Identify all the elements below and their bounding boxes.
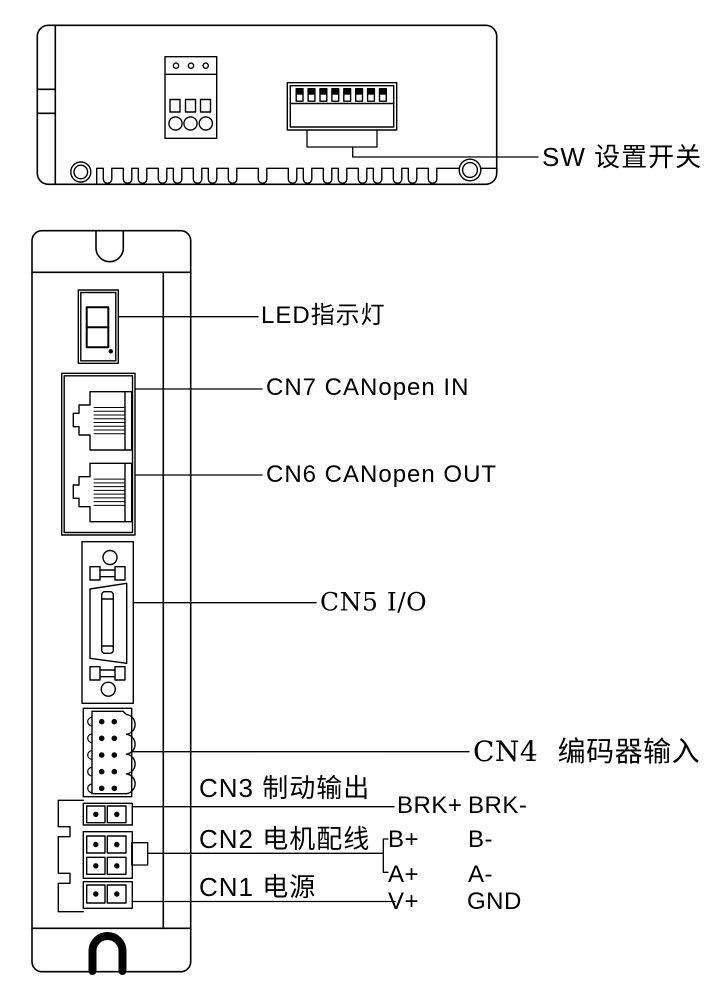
label-cn7: CN7 CANopen IN (266, 374, 470, 401)
label-cn1: CN1 电源 (199, 872, 317, 902)
bottom-mount-slot (88, 932, 127, 975)
cn1-connector (82, 881, 134, 910)
cn2-leader-line (131, 838, 389, 873)
pin-label-brk-plus: BRK+ (397, 792, 463, 819)
label-cn3: CN3 制动输出 (199, 773, 371, 803)
terminal-block (164, 56, 218, 139)
label-sw-switch: SW 设置开关 (542, 142, 703, 172)
screw-hole-right (458, 158, 482, 182)
cn5-io-connector (81, 541, 134, 705)
screw-hole-left (70, 161, 92, 183)
pin-label-brk-minus: BRK- (468, 792, 528, 819)
label-cn4: CN4 编码器输入 (473, 735, 701, 768)
label-cn2: CN2 电机配线 (199, 824, 371, 854)
pin-label-a-minus: A- (468, 861, 493, 888)
heatsink-fins (96, 167, 497, 185)
cn4-pins (98, 718, 118, 792)
mounting-bracket (57, 799, 84, 913)
pin-label-b-plus: B+ (388, 826, 420, 853)
front-view-body (31, 229, 192, 973)
pin-label-v-plus: V+ (388, 888, 420, 915)
dip-switch-actuators (295, 87, 388, 102)
cn2-pin-brace (382, 838, 389, 873)
led-display (77, 289, 120, 365)
pin-label-a-plus: A+ (388, 861, 420, 888)
top-notch (95, 229, 125, 263)
label-led: LED指示灯 (261, 302, 386, 329)
pin-label-gnd: GND (467, 888, 522, 915)
rj45-cn6 (72, 462, 133, 523)
rj45-cn7 (72, 391, 133, 451)
label-cn6: CN6 CANopen OUT (266, 461, 498, 488)
leader-lines (117, 316, 470, 903)
front-view (31, 229, 192, 975)
cn3-connector (82, 802, 134, 826)
dip-switch (286, 81, 398, 131)
pin-label-b-minus: B- (468, 826, 493, 853)
cn2-connector (82, 831, 134, 880)
sw-leader-line (306, 129, 539, 158)
cn4-encoder-connector (82, 707, 136, 798)
rj45-block (61, 372, 136, 536)
label-cn5: CN5 I/O (320, 587, 428, 617)
top-view-body (36, 24, 498, 186)
top-view (36, 24, 539, 186)
